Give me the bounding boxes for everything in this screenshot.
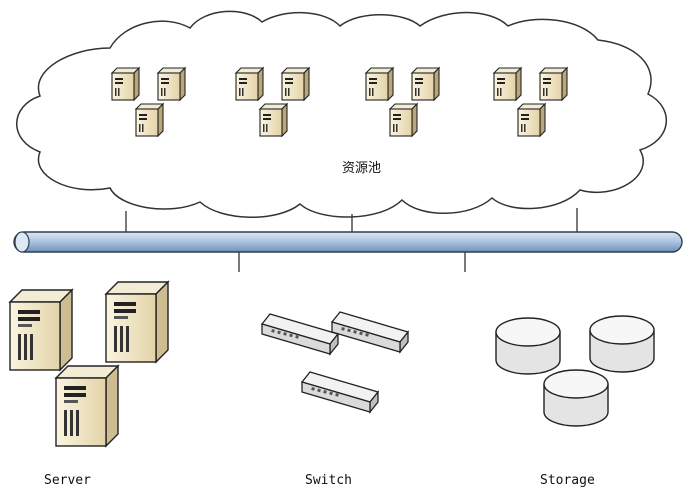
mini-server-icon xyxy=(235,67,264,101)
storage-disk-icon xyxy=(543,369,609,427)
switch-label: Switch xyxy=(305,473,352,488)
device-connectors xyxy=(238,252,466,272)
network-bus xyxy=(13,231,683,253)
cloud-connectors xyxy=(125,208,578,232)
mini-server-icon xyxy=(411,67,440,101)
server-tower-icon xyxy=(105,281,169,363)
switch-group xyxy=(261,311,409,413)
mini-server-icon xyxy=(517,103,546,137)
storage-label: Storage xyxy=(540,473,595,488)
mini-server-icon xyxy=(365,67,394,101)
cloud-label: 资源池 xyxy=(342,161,381,176)
mini-server-icon xyxy=(539,67,568,101)
storage-group xyxy=(495,315,655,427)
mini-server-icon xyxy=(493,67,522,101)
server-label: Server xyxy=(44,473,91,488)
mini-server-icon xyxy=(389,103,418,137)
server-group xyxy=(9,281,169,447)
mini-server-icon xyxy=(259,103,288,137)
server-tower-icon xyxy=(55,365,119,447)
storage-disk-icon xyxy=(589,315,655,373)
network-switch-icon xyxy=(261,313,339,355)
resource-pool-cloud xyxy=(16,10,667,218)
mini-server-icon xyxy=(135,103,164,137)
network-switch-icon xyxy=(331,311,409,353)
mini-server-icon xyxy=(111,67,140,101)
mini-server-icon xyxy=(281,67,310,101)
network-switch-icon xyxy=(301,371,379,413)
storage-disk-icon xyxy=(495,317,561,375)
mini-server-icon xyxy=(157,67,186,101)
server-tower-icon xyxy=(9,289,73,371)
